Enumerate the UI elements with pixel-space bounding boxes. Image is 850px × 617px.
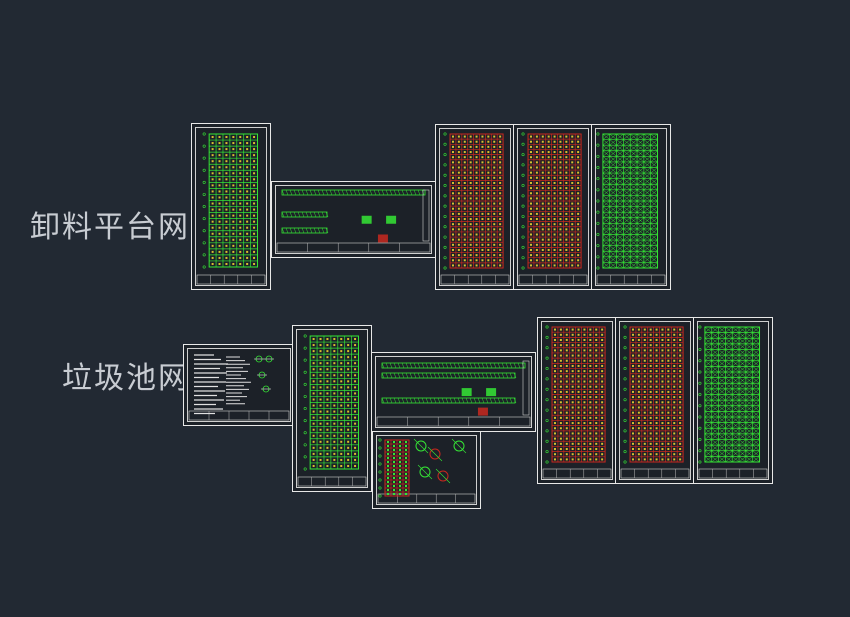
sheet-frame bbox=[439, 128, 511, 286]
sheet-drawing-icon bbox=[297, 334, 367, 487]
sheet-drawing-icon bbox=[188, 354, 290, 421]
sheet-drawing-icon bbox=[698, 325, 768, 479]
sheet-frame bbox=[275, 185, 432, 254]
sheet-frame bbox=[595, 128, 667, 286]
sheet-drawing-icon bbox=[596, 132, 666, 285]
sheet-drawing-icon bbox=[377, 438, 476, 504]
drawing-sheet[interactable] bbox=[693, 317, 773, 484]
sheet-frame bbox=[296, 329, 368, 488]
drawing-sheet[interactable] bbox=[371, 352, 536, 432]
drawing-sheet[interactable] bbox=[271, 181, 436, 258]
drawing-sheet[interactable] bbox=[191, 123, 271, 290]
sheet-frame bbox=[187, 348, 291, 422]
drawing-sheet[interactable] bbox=[513, 124, 593, 290]
sheet-drawing-icon bbox=[440, 132, 510, 285]
sheet-frame bbox=[697, 321, 769, 480]
drawing-sheet[interactable] bbox=[292, 325, 372, 492]
sheet-frame bbox=[375, 356, 532, 428]
drawing-sheet[interactable] bbox=[183, 344, 295, 426]
sheet-drawing-icon bbox=[620, 325, 690, 479]
sheet-frame bbox=[376, 435, 477, 505]
sheet-drawing-icon bbox=[196, 132, 266, 285]
drawing-sheet[interactable] bbox=[435, 124, 515, 290]
sheet-drawing-icon bbox=[276, 189, 431, 253]
sheet-frame bbox=[541, 321, 613, 480]
sheet-drawing-icon bbox=[376, 360, 531, 427]
drawing-sheet[interactable] bbox=[591, 124, 671, 290]
drawing-sheet[interactable] bbox=[372, 431, 481, 509]
sheet-frame bbox=[195, 127, 267, 286]
drawing-sheet[interactable] bbox=[615, 317, 695, 484]
drawing-sheet[interactable] bbox=[537, 317, 617, 484]
sheet-drawing-icon bbox=[518, 132, 588, 285]
sheet-frame bbox=[619, 321, 691, 480]
group-label-unloading-platform: 卸料平台网架 bbox=[30, 210, 222, 245]
sheet-frame bbox=[517, 128, 589, 286]
sheet-drawing-icon bbox=[542, 325, 612, 479]
